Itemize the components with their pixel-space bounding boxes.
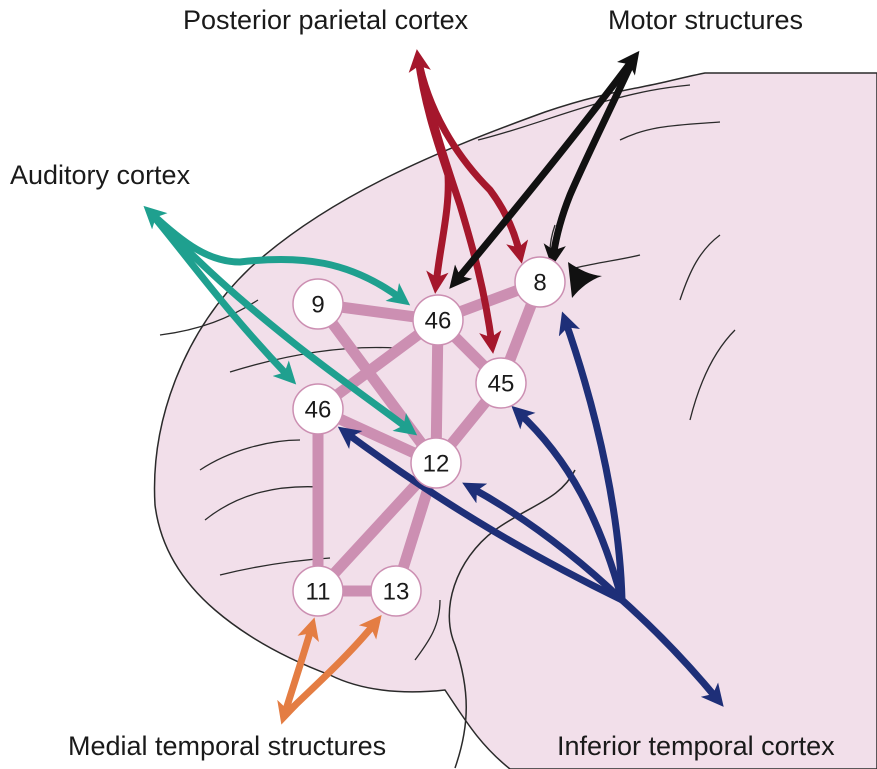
node-area-46-dorsal-label: 46: [425, 308, 452, 335]
node-area-46-ventral: 46: [293, 384, 343, 434]
label-inferior-temporal-cortex: Inferior temporal cortex: [557, 731, 835, 762]
node-area-45-label: 45: [488, 371, 515, 398]
node-area-12-label: 12: [423, 451, 450, 478]
node-area-11: 11: [293, 566, 343, 616]
node-area-13: 13: [371, 566, 421, 616]
label-posterior-parietal-cortex: Posterior parietal cortex: [183, 5, 468, 36]
brain-outline: [155, 73, 877, 769]
node-area-8: 8: [515, 257, 565, 307]
node-area-9: 9: [293, 279, 343, 329]
label-motor-structures: Motor structures: [608, 5, 803, 36]
node-area-45: 45: [476, 358, 526, 408]
node-area-8-label: 8: [533, 270, 546, 297]
node-area-13-label: 13: [383, 579, 410, 606]
label-medial-temporal-structures: Medial temporal structures: [68, 731, 386, 762]
node-area-46-ventral-label: 46: [305, 397, 332, 424]
label-auditory-cortex: Auditory cortex: [10, 160, 190, 191]
node-area-11-label: 11: [306, 579, 331, 606]
node-area-12: 12: [411, 438, 461, 488]
node-area-9-label: 9: [311, 292, 324, 319]
node-area-46-dorsal: 46: [413, 295, 463, 345]
